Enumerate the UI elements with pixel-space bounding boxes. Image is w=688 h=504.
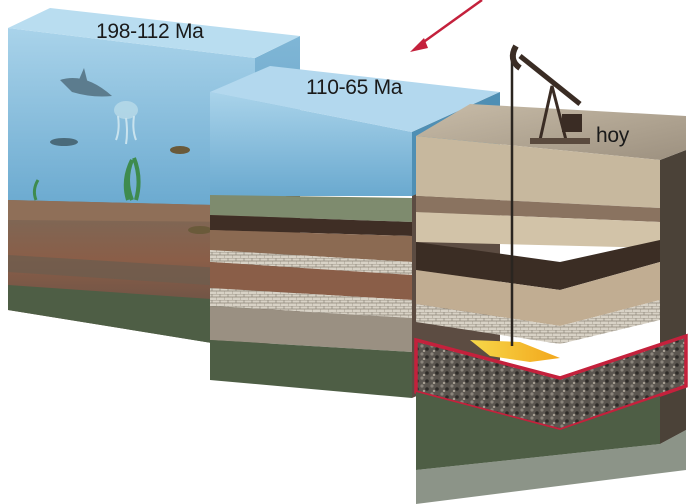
fish-icon [50,138,212,234]
block-3-present [414,44,688,504]
shark-icon [60,68,112,97]
seaweed-icon [32,157,141,201]
block-1-age-label: 198-112 Ma [96,20,204,43]
block-2-age-label: 110-65 Ma [306,76,403,99]
block-3-age-label: hoy [596,124,629,147]
jellyfish-icon [114,101,138,145]
pumpjack-icon [509,44,590,144]
pointer-arrow-icon [410,0,483,52]
